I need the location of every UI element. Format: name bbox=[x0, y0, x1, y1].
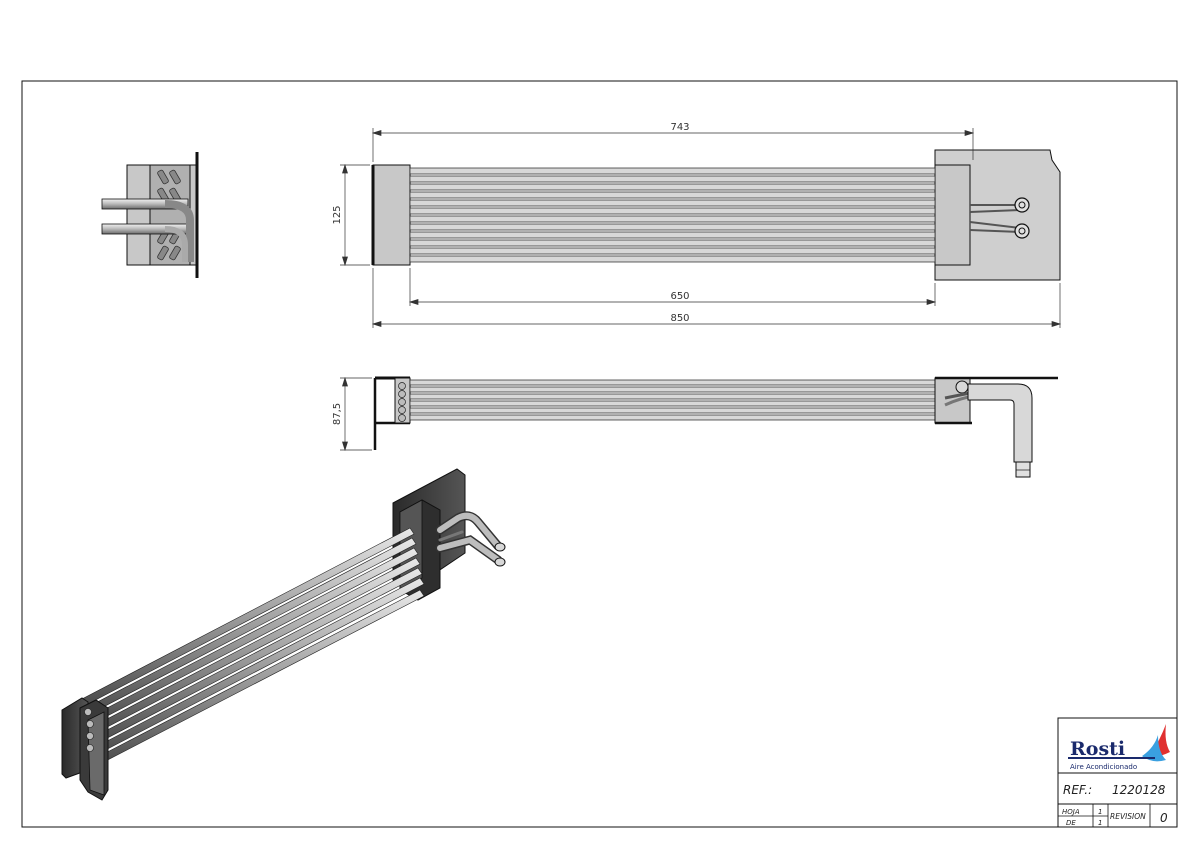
front-view bbox=[371, 149, 1061, 281]
rosti-logo: Rosti Aire Acondicionado bbox=[1068, 724, 1170, 771]
isometric-view bbox=[61, 468, 506, 801]
logo-subtitle: Aire Acondicionado bbox=[1070, 763, 1137, 771]
ref-value: 1220128 bbox=[1112, 783, 1166, 797]
dim-850: 850 bbox=[670, 313, 689, 324]
of-value: 1 bbox=[1098, 819, 1102, 827]
side-view bbox=[101, 152, 199, 278]
sheet-value: 1 bbox=[1098, 808, 1102, 816]
top-view bbox=[373, 376, 1058, 478]
front-view-dimensions bbox=[340, 128, 1062, 328]
logo-brand: Rosti bbox=[1070, 738, 1125, 760]
top-view-dimensions bbox=[340, 376, 372, 452]
revision-value: 0 bbox=[1160, 811, 1168, 825]
dim-650: 650 bbox=[670, 291, 689, 302]
revision-label: REVISION bbox=[1110, 812, 1146, 821]
dim-125: 125 bbox=[332, 205, 343, 224]
of-label: DE bbox=[1066, 819, 1076, 827]
drawing-border bbox=[21, 80, 1178, 828]
sheet-label: HOJA bbox=[1062, 808, 1080, 816]
ref-label: REF.: bbox=[1063, 783, 1092, 797]
dim-87-5: 87,5 bbox=[332, 403, 343, 425]
dim-743: 743 bbox=[670, 122, 689, 133]
title-block bbox=[1057, 717, 1178, 828]
